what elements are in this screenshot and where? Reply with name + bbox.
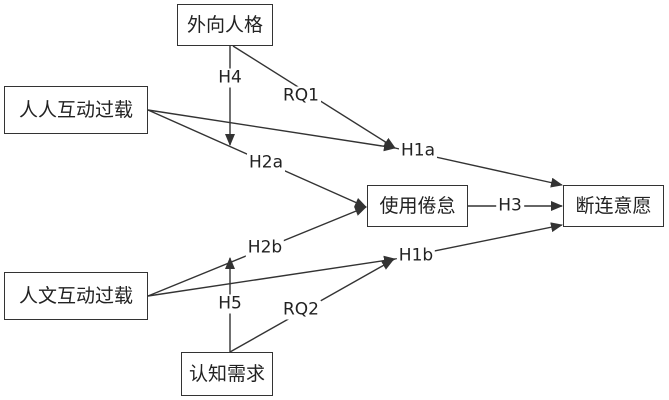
node-text-overload: 人文互动过载 [4, 272, 148, 320]
node-discontinue: 断连意愿 [563, 185, 664, 227]
edge-label-h2b: H2b [245, 237, 285, 258]
edge-text-to-h1b [147, 255, 396, 297]
edge-human-to-h1a [147, 109, 396, 152]
edge-label-rq2: RQ2 [280, 299, 322, 320]
edge-label-h4: H4 [216, 67, 244, 88]
node-fatigue: 使用倦怠 [367, 185, 468, 227]
edge-label-h1a: H1a [398, 140, 438, 161]
edge-label-rq1: RQ1 [280, 85, 322, 106]
node-human-overload-label: 人人互动过载 [18, 98, 133, 121]
edge-label-h2a: H2a [246, 152, 286, 173]
node-human-overload: 人人互动过载 [4, 86, 148, 134]
edge-label-h5: H5 [216, 293, 244, 314]
edge-label-h1b: H1b [396, 245, 436, 266]
node-cognition-label: 认知需求 [188, 362, 265, 385]
node-cognition: 认知需求 [181, 352, 273, 396]
node-extravert-label: 外向人格 [186, 13, 263, 36]
node-extravert: 外向人格 [177, 4, 273, 46]
edge-label-h3: H3 [496, 195, 524, 216]
node-text-overload-label: 人文互动过载 [18, 284, 133, 307]
node-fatigue-label: 使用倦怠 [379, 194, 456, 217]
node-discontinue-label: 断连意愿 [575, 194, 652, 217]
